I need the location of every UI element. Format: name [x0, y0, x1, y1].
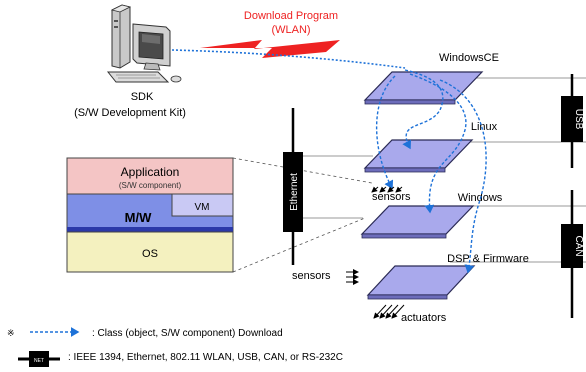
download-wlan-label: (WLAN)	[271, 24, 310, 36]
legend-network-text: : IEEE 1394, Ethernet, 802.11 WLAN, USB,…	[68, 352, 343, 363]
usb-bus-box	[561, 96, 583, 142]
ethernet-bus-label: Ethernet	[289, 173, 300, 211]
ethernet-bus-box	[283, 152, 303, 232]
layer-label-dsp-firmware: DSP & Firmware	[447, 253, 529, 265]
layer-label-windowsce: WindowsCE	[439, 52, 499, 64]
legend-network-icon-label: NET	[34, 358, 44, 364]
computer-icon	[106, 4, 182, 83]
middleware-label: M/W	[125, 210, 152, 225]
layer-label-linux: Linux	[471, 121, 498, 133]
layer-plate-dsp-firmware	[366, 265, 476, 300]
middleware-stripe	[67, 227, 233, 232]
os-layer	[66, 231, 234, 273]
layer-plate-windows	[360, 205, 475, 239]
can-bus-box	[561, 224, 583, 268]
vm-label: VM	[195, 202, 210, 213]
usb-bus-label: USB	[573, 109, 584, 130]
vm-layer	[171, 193, 234, 217]
os-label: OS	[142, 248, 158, 260]
wireless-lightning-icon	[200, 40, 340, 58]
sensors-mid-label: sensors	[372, 191, 411, 203]
sensor-arrows-bottom	[346, 269, 359, 285]
legend-network-icon	[18, 351, 60, 367]
sdk-label: SDK	[131, 91, 154, 103]
application-sub-label: (S/W component)	[119, 181, 182, 190]
sensor-arrows-mid	[371, 186, 403, 193]
class-download-arrows	[375, 69, 487, 274]
wlan-download-line	[171, 49, 406, 69]
layer-plate-linux	[363, 139, 474, 173]
actuators-label: actuators	[401, 312, 447, 324]
download-program-label: Download Program	[244, 10, 338, 22]
layer-plate-windowsce	[363, 71, 484, 105]
sdk-full-name: (S/W Development Kit)	[74, 107, 186, 119]
legend-asterisk: ※	[7, 328, 15, 338]
legend-class-download-text: : Class (object, S/W component) Download	[92, 328, 283, 339]
software-stack	[66, 157, 234, 273]
actuator-arrows	[373, 304, 405, 319]
application-layer	[66, 157, 234, 195]
sensors-bottom-label: sensors	[292, 270, 331, 282]
can-bus-label: CAN	[573, 235, 584, 256]
application-label: Application	[121, 165, 180, 179]
